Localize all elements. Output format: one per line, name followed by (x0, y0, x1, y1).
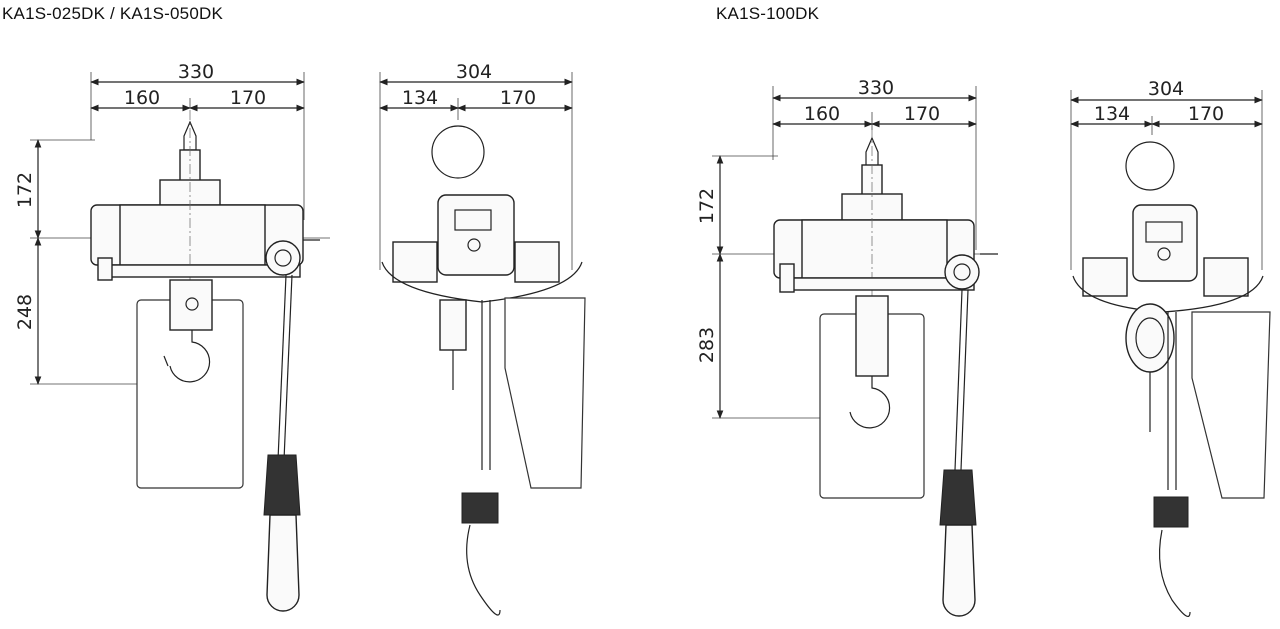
dim-upper-height: 172 (14, 172, 36, 208)
dim-right-width: 170 (904, 103, 940, 125)
drawing-large-side-view: 304 134 170 (1070, 78, 1271, 617)
dim-overall-width: 304 (456, 61, 492, 83)
title-large-model: KA1S-100DK (716, 4, 820, 23)
dim-right-width: 170 (1188, 103, 1224, 125)
dim-left-width: 134 (1094, 103, 1130, 125)
dim-overall-width: 330 (858, 77, 894, 99)
dim-right-width: 170 (230, 87, 266, 109)
dim-left-width: 160 (804, 103, 840, 125)
dim-overall-width: 330 (178, 61, 214, 83)
dim-upper-height: 172 (696, 188, 718, 224)
dim-right-width: 170 (500, 87, 536, 109)
dim-left-width: 134 (402, 87, 438, 109)
title-small-models: KA1S-025DK / KA1S-050DK (2, 4, 223, 23)
dim-lower-height: 248 (14, 294, 36, 330)
dim-overall-width: 304 (1148, 78, 1184, 100)
dim-lower-height: 283 (696, 327, 718, 363)
drawing-small-side-view: 304 134 170 (379, 61, 586, 616)
drawing-large-front-view: 330 160 170 172 283 (696, 77, 998, 617)
dim-left-width: 160 (124, 87, 160, 109)
drawing-small-front-view: 330 160 170 172 248 (14, 61, 330, 612)
